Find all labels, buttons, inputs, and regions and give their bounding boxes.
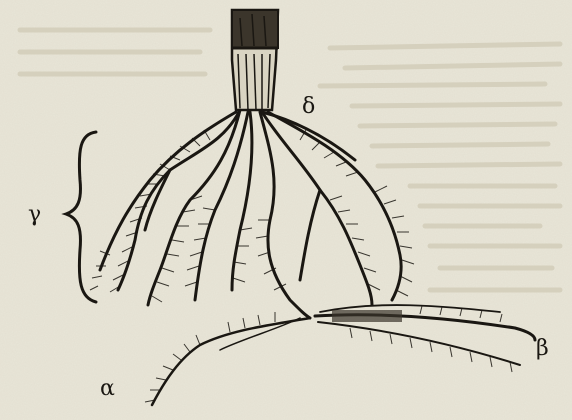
label-gamma: γ (28, 204, 41, 226)
label-beta: β (536, 338, 549, 360)
label-alpha: α (100, 378, 115, 400)
root-shadow (332, 310, 402, 322)
label-delta: δ (302, 96, 315, 118)
stem (232, 10, 278, 110)
